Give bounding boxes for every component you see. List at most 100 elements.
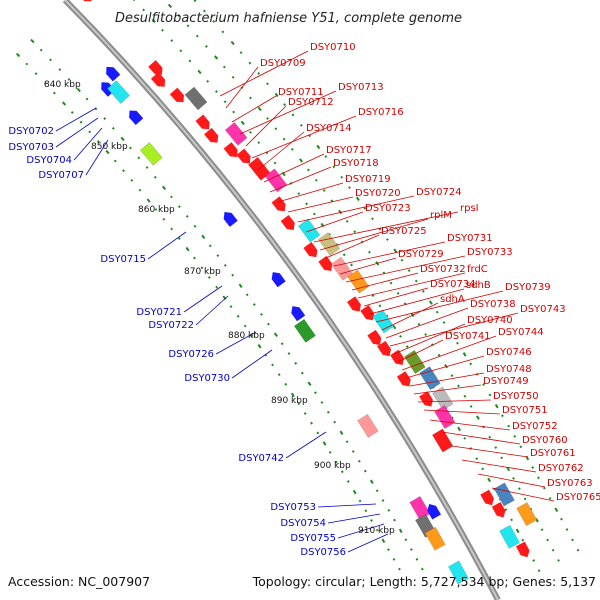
leader-line [461, 459, 537, 473]
leader-line [183, 285, 223, 313]
tick-mark [560, 517, 563, 521]
gene-box [499, 524, 520, 549]
leader-line [285, 431, 327, 459]
gene-label: DSY0755 [290, 533, 336, 544]
gene-label: DSY0733 [467, 247, 513, 258]
gene-label: DSY0717 [326, 145, 372, 156]
tick-mark [381, 538, 386, 544]
gene-label: DSY0709 [260, 58, 306, 69]
gene-label: DSY0725 [381, 226, 427, 237]
leader-line [413, 384, 482, 395]
gene-arrow [427, 504, 441, 520]
gene-label: DSY0756 [300, 547, 346, 558]
gene-arrow [480, 489, 494, 506]
leader-line [55, 107, 97, 132]
gene-box [357, 413, 379, 438]
gene-arrow [491, 501, 506, 518]
tick-mark [128, 146, 132, 150]
tick-mark [61, 101, 67, 106]
gene-box [184, 86, 208, 111]
gene-box [293, 318, 316, 343]
tick-mark [30, 38, 35, 44]
leader-line [287, 196, 354, 213]
tick-mark [170, 39, 174, 42]
gene-label: DSY0716 [358, 107, 404, 118]
genome-title: Desulfitobacterium hafniense Y51, comple… [115, 11, 462, 26]
tick-mark [324, 155, 328, 158]
tick-mark [132, 0, 136, 2]
tick-mark [363, 206, 367, 210]
tick-mark [179, 49, 183, 53]
tick-mark [162, 217, 166, 221]
tick-mark [122, 169, 125, 173]
tick-mark [518, 487, 521, 490]
gene-arrow [318, 255, 333, 271]
topology-text: Topology: circular; Length: 5,727,534 bp… [252, 574, 596, 589]
tick-mark [314, 178, 318, 182]
tick-mark [437, 353, 441, 357]
tick-mark [378, 304, 382, 308]
gene-label: DSY0730 [184, 373, 230, 384]
tick-mark [396, 292, 400, 295]
tick-mark [476, 415, 480, 420]
gene-label: DSY0749 [483, 376, 529, 387]
tick-mark [266, 82, 269, 86]
tick-mark [481, 467, 485, 471]
tick-mark [557, 559, 560, 562]
leader-line [375, 290, 504, 323]
tick-mark [537, 476, 540, 480]
tick-mark [96, 140, 100, 144]
tick-mark [540, 528, 544, 532]
tick-mark [488, 393, 492, 397]
tick-mark [421, 289, 425, 293]
tick-mark [257, 141, 261, 145]
leader-line [357, 272, 466, 299]
tick-mark [206, 79, 210, 83]
leader-line [451, 445, 529, 458]
leader-line [393, 323, 466, 355]
leader-line [263, 153, 325, 183]
kbp-label: 840 kbp [44, 80, 81, 90]
tick-mark [393, 248, 398, 253]
gene-label: rplM [430, 210, 452, 221]
gene-label: DSY0741 [445, 331, 491, 342]
tick-mark [260, 312, 263, 316]
tick-mark [170, 227, 174, 231]
tick-mark [364, 509, 368, 513]
tick-mark [348, 186, 351, 190]
tick-mark [274, 127, 278, 131]
tick-mark [231, 273, 235, 277]
tick-mark [424, 333, 428, 336]
tick-mark [450, 374, 454, 378]
gene-arrow [360, 305, 375, 321]
tick-mark [249, 130, 252, 134]
leader-line [401, 335, 497, 371]
tick-mark [328, 450, 332, 454]
tick-mark [185, 215, 189, 218]
tick-mark [283, 103, 286, 106]
gene-label: DSY0712 [288, 97, 334, 108]
tick-mark [404, 538, 408, 542]
tick-mark [339, 430, 344, 435]
tick-mark [291, 113, 295, 117]
tick-mark [515, 528, 520, 534]
tick-tracks [15, 0, 580, 573]
gene-label: DSY0726 [168, 349, 214, 360]
tick-mark [297, 402, 301, 406]
leader-line [409, 372, 485, 387]
tick-mark [340, 470, 344, 474]
tick-mark [257, 344, 262, 349]
tick-mark [208, 244, 212, 248]
gene-label: DSY0729 [398, 249, 444, 260]
label-leader-lines [55, 50, 555, 553]
gene-box [107, 80, 131, 104]
gene-label: DSY0715 [100, 254, 146, 265]
gene-arrow [148, 60, 163, 75]
kbp-label: 890 kbp [271, 396, 308, 406]
tick-mark [392, 558, 396, 561]
gene-label: sdhA [440, 294, 465, 305]
leader-line [215, 331, 257, 355]
gene-box [224, 121, 248, 146]
tick-mark [368, 250, 371, 254]
tick-mark [238, 283, 243, 288]
